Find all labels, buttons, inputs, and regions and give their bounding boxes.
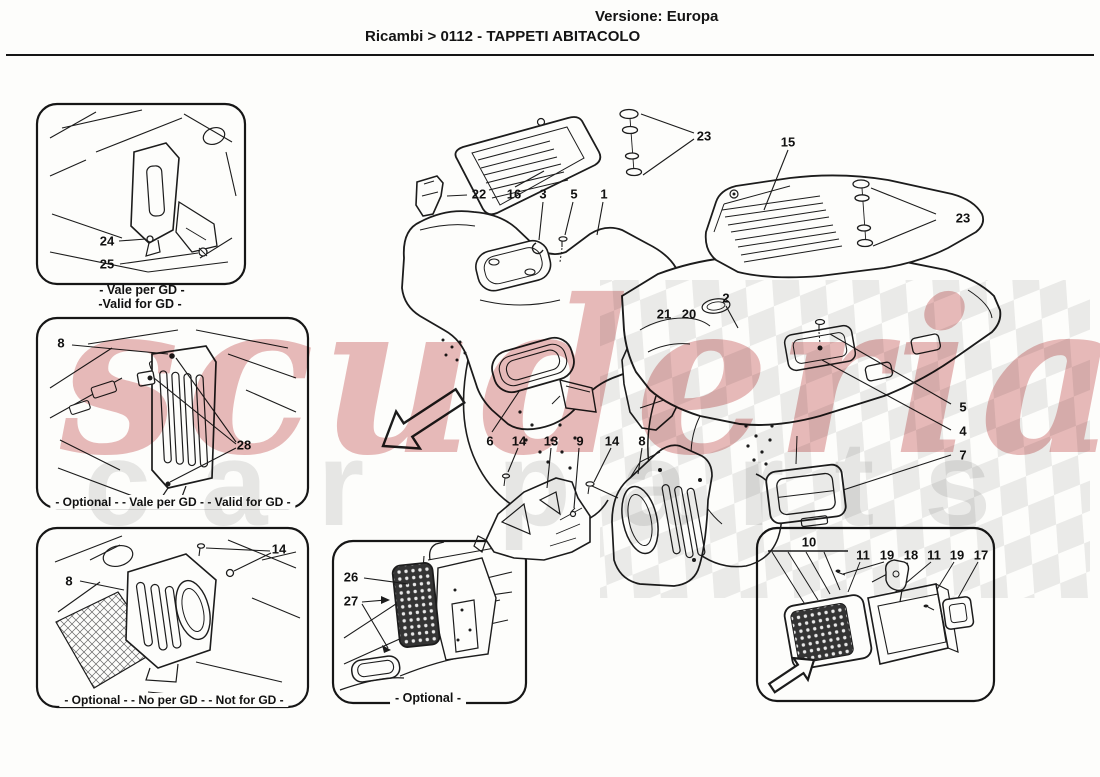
part-floor-mat-15: [704, 149, 985, 279]
callout-5: 5: [570, 186, 578, 202]
callout-6: 6: [486, 433, 494, 449]
callout-28: 28: [236, 437, 252, 453]
caption-vale-per-gd: - Vale per GD -: [99, 283, 185, 297]
callout-25: 25: [99, 256, 115, 272]
callout-21: 21: [656, 306, 672, 322]
callout-23-right: 23: [955, 210, 971, 226]
part-bracket-13: [473, 473, 619, 561]
part-side-panel-8: [611, 444, 713, 587]
callout-8-inset-c: 8: [65, 573, 73, 589]
callout-4: 4: [959, 423, 967, 439]
caption-optional-valid-gd: - Optional - - Vale per GD - - Valid for…: [50, 495, 296, 509]
callout-27: 27: [343, 593, 359, 609]
callout-18: 18: [903, 547, 919, 563]
callout-5b: 5: [959, 399, 967, 415]
part-frame-7: [765, 435, 847, 528]
callout-8: 8: [638, 433, 646, 449]
part-tunnel-mat-6: [491, 336, 597, 413]
callout-26: 26: [343, 569, 359, 585]
callout-24: 24: [99, 233, 115, 249]
callout-22: 22: [471, 186, 487, 202]
callout-23-left: 23: [696, 128, 712, 144]
callout-17: 17: [973, 547, 989, 563]
callout-20: 20: [681, 306, 697, 322]
inset-art-valid-gd: [49, 109, 237, 273]
callout-10: 10: [801, 534, 817, 550]
callout-7: 7: [959, 447, 967, 463]
callout-13: 13: [543, 433, 559, 449]
inset-art-optional: [339, 541, 513, 691]
view-direction-arrow-icon: [767, 656, 816, 694]
inset-art-footrest: [767, 550, 979, 694]
callout-19b: 19: [949, 547, 965, 563]
callout-14b: 14: [604, 433, 620, 449]
callout-8-inset-b: 8: [57, 335, 65, 351]
callout-11a: 11: [856, 547, 870, 563]
callout-14-inset-c: 14: [271, 541, 287, 557]
header-rule: [6, 54, 1094, 56]
callout-1: 1: [600, 186, 608, 202]
part-clip-22: [415, 175, 468, 217]
caption-valid-for-gd: -Valid for GD -: [98, 297, 182, 311]
part-fastener-clips-23-left: [619, 108, 695, 177]
caption-optional: - Optional -: [390, 691, 466, 705]
callout-14a: 14: [511, 433, 527, 449]
caption-optional-no-gd: - Optional - - No per GD - - Not for GD …: [59, 693, 289, 707]
callout-3: 3: [539, 186, 547, 202]
inset-art-optional-valid-gd: [49, 329, 297, 503]
callout-19a: 19: [879, 547, 895, 563]
callout-2: 2: [722, 290, 730, 306]
version-label: Versione: Europa: [595, 8, 719, 25]
inset-box-optional-no-gd: [35, 526, 310, 709]
callout-15: 15: [780, 134, 796, 150]
direction-arrow-icon: [381, 387, 466, 450]
part-carpet-1: [401, 210, 705, 523]
inset-art-optional-no-gd: [54, 535, 301, 701]
part-floor-mat-16: [454, 116, 602, 216]
breadcrumb: Ricambi > 0112 - TAPPETI ABITACOLO: [365, 28, 641, 45]
inset-box-valid-gd: [35, 102, 247, 286]
callout-11b: 11: [927, 547, 941, 563]
part-fastener-clips-23-right: [852, 179, 937, 248]
callout-16: 16: [506, 186, 522, 202]
callout-9: 9: [576, 433, 584, 449]
